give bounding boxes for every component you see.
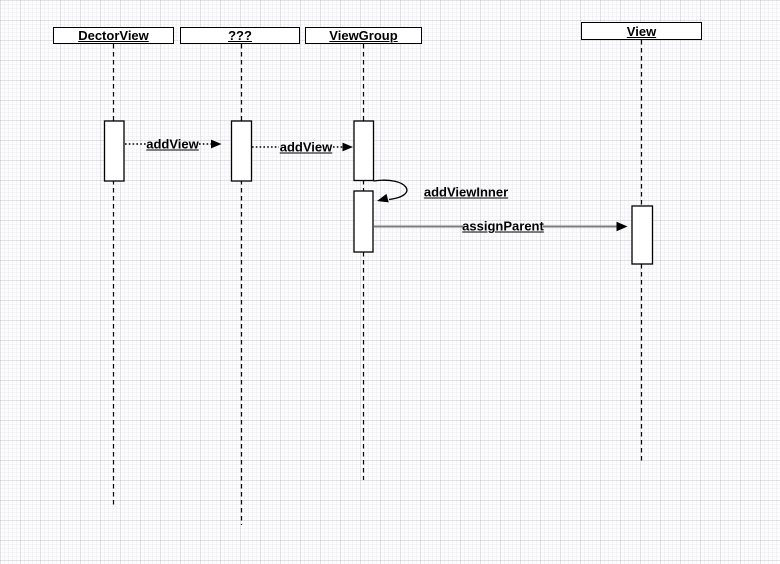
participant-box-unknown: ??? xyxy=(180,27,300,44)
participant-box-viewgroup: ViewGroup xyxy=(305,27,422,44)
participant-box-view: View xyxy=(581,22,702,40)
message-assignparent-arrowhead-icon xyxy=(616,221,628,232)
activation-dectorview xyxy=(103,120,125,182)
activation-viewgroup-1 xyxy=(353,120,375,182)
message-label-addviewinner: addViewInner xyxy=(423,184,509,200)
message-label-assignparent: assignParent xyxy=(462,218,544,234)
activation-viewgroup-2 xyxy=(353,190,374,253)
message-addviewinner-arrowhead-icon xyxy=(377,193,389,203)
participant-box-dectorview: DectorView xyxy=(53,27,174,44)
message-label-addview1: addView xyxy=(146,136,199,151)
activation-unknown xyxy=(230,120,253,182)
activation-view xyxy=(631,205,654,265)
participant-label-unknown: ??? xyxy=(228,28,252,43)
participant-label-dectorview: DectorView xyxy=(78,28,149,43)
participant-label-viewgroup: ViewGroup xyxy=(329,28,398,43)
message-addviewinner-loop xyxy=(373,179,408,201)
message-label-addview2: addView xyxy=(279,139,333,154)
message-addview2-arrowhead-icon xyxy=(342,142,353,152)
participant-label-view: View xyxy=(626,23,657,39)
message-addview1-arrowhead-icon xyxy=(211,139,222,149)
